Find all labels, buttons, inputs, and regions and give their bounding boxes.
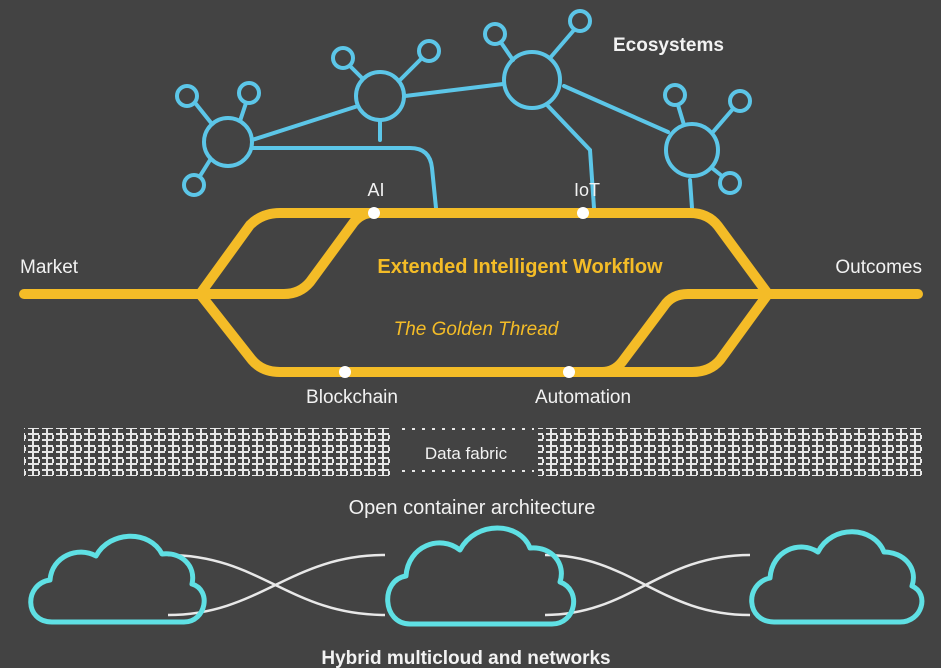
eco-hub-node	[502, 50, 562, 110]
ai-node-dot	[368, 207, 380, 219]
cloud-network-links	[167, 553, 751, 617]
ecosystem-network	[175, 9, 752, 210]
outcomes-label: Outcomes	[835, 257, 922, 278]
data-fabric-label: Data fabric	[425, 444, 508, 463]
eco-to-workflow-link	[688, 178, 694, 210]
eco-spoke	[500, 42, 515, 62]
data-fabric-band	[24, 428, 922, 476]
eco-to-workflow-link	[546, 104, 596, 210]
market-label: Market	[20, 257, 79, 278]
iot-node-dot	[577, 207, 589, 219]
cloud-left	[28, 533, 207, 625]
eco-spoke	[676, 103, 686, 127]
eco-spoke	[710, 166, 724, 178]
eco-leaf-node	[568, 9, 592, 33]
fabric-right-weave	[538, 428, 922, 476]
cloud-link	[167, 553, 386, 617]
eco-spoke	[348, 64, 364, 80]
automation-node-label: Automation	[535, 387, 631, 408]
eco-leaf-node	[728, 89, 752, 113]
blockchain-node-label: Blockchain	[306, 387, 398, 408]
blockchain-node-dot	[339, 366, 351, 378]
iot-node-label: IoT	[574, 180, 600, 200]
eco-leaf-node	[331, 46, 355, 70]
cloud-center	[385, 525, 577, 627]
fabric-left-weave	[24, 428, 392, 476]
eco-spoke	[711, 108, 734, 134]
eco-spoke	[548, 28, 576, 60]
eco-link	[562, 84, 670, 134]
automation-node-dot	[563, 366, 575, 378]
eco-spoke	[238, 101, 248, 123]
eco-leaf-node	[417, 39, 441, 63]
workflow-nodes	[339, 207, 589, 378]
eco-spoke	[194, 102, 214, 126]
container-architecture-label: Open container architecture	[349, 497, 596, 519]
multicloud-label: Hybrid multicloud and networks	[321, 648, 610, 668]
eco-leaf-node	[483, 22, 507, 46]
eco-leaf-node	[175, 84, 199, 108]
eco-leaf-node	[718, 171, 742, 195]
golden-thread-workflow	[19, 208, 923, 377]
ai-node-label: AI	[367, 180, 384, 200]
eco-to-workflow-link	[250, 146, 438, 210]
eco-leaf-node	[663, 83, 687, 107]
thread-left-crossover	[195, 208, 377, 299]
eco-spoke	[198, 158, 212, 178]
eco-leaf-node	[237, 81, 261, 105]
eco-spoke	[398, 58, 422, 82]
fabric-top-dots	[396, 428, 534, 434]
eco-hub-node	[664, 122, 720, 178]
clouds	[28, 525, 925, 627]
eco-link	[403, 82, 505, 98]
thread-right-crossover	[597, 289, 773, 377]
eco-hub-node	[354, 70, 406, 122]
eco-hub-node	[202, 116, 254, 168]
ecosystems-label: Ecosystems	[613, 35, 724, 56]
fabric-bottom-dots	[396, 470, 534, 476]
eco-leaf-node	[182, 173, 206, 197]
cloud-link	[544, 553, 751, 617]
workflow-title: Extended Intelligent Workflow	[377, 256, 663, 278]
workflow-subtitle: The Golden Thread	[394, 319, 560, 340]
cloud-right	[749, 529, 925, 625]
eco-link	[250, 104, 360, 142]
